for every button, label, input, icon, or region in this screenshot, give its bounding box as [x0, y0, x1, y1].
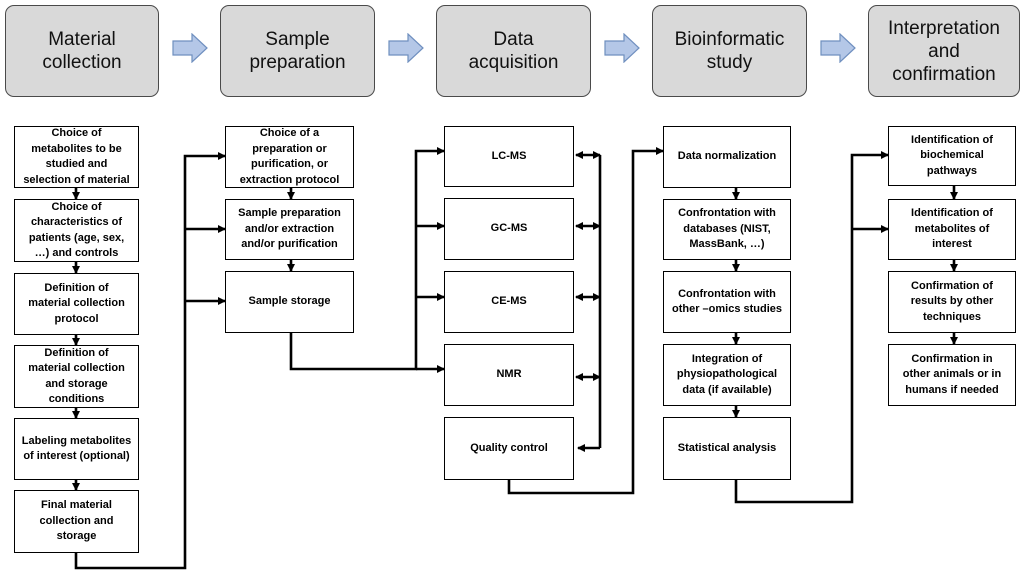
step-quality-control: Quality control [444, 417, 574, 480]
header-arrow-icon [172, 33, 208, 63]
step-identification-pathways: Identification of biochemical pathways [888, 126, 1016, 186]
step-gc-ms: GC-MS [444, 198, 574, 260]
step-definition-protocol: Definition of material collection protoc… [14, 273, 139, 335]
header-data-acquisition: Data acquisition [436, 5, 591, 97]
header-material-collection: Material collection [5, 5, 159, 97]
step-labeling-metabolites: Labeling metabolites of interest (option… [14, 418, 139, 480]
step-confrontation-omics: Confrontation with other –omics studies [663, 271, 791, 333]
header-sample-preparation: Sample preparation [220, 5, 375, 97]
step-ce-ms: CE-MS [444, 271, 574, 333]
step-confirmation-techniques: Confirmation of results by other techniq… [888, 271, 1016, 333]
header-arrow-icon [604, 33, 640, 63]
step-final-collection: Final material collection and storage [14, 490, 139, 553]
step-confirmation-animals: Confirmation in other animals or in huma… [888, 344, 1016, 406]
header-arrow-icon [820, 33, 856, 63]
header-bioinformatic-study: Bioinformatic study [652, 5, 807, 97]
step-choice-of-patients: Choice of characteristics of patients (a… [14, 199, 139, 262]
step-choice-of-metabolites: Choice of metabolites to be studied and … [14, 126, 139, 188]
step-choice-of-protocol: Choice of a preparation or purification,… [225, 126, 354, 188]
step-confrontation-databases: Confrontation with databases (NIST, Mass… [663, 199, 791, 260]
step-nmr: NMR [444, 344, 574, 406]
step-lc-ms: LC-MS [444, 126, 574, 187]
step-data-normalization: Data normalization [663, 126, 791, 188]
step-sample-storage: Sample storage [225, 271, 354, 333]
step-statistical-analysis: Statistical analysis [663, 417, 791, 480]
step-sample-preparation: Sample preparation and/or extraction and… [225, 199, 354, 260]
step-integration-physiopathological: Integration of physiopathological data (… [663, 344, 791, 406]
step-definition-storage-conditions: Definition of material collection and st… [14, 345, 139, 408]
step-identification-metabolites: Identification of metabolites of interes… [888, 199, 1016, 260]
header-arrow-icon [388, 33, 424, 63]
header-interpretation: Interpretation and confirmation [868, 5, 1020, 97]
